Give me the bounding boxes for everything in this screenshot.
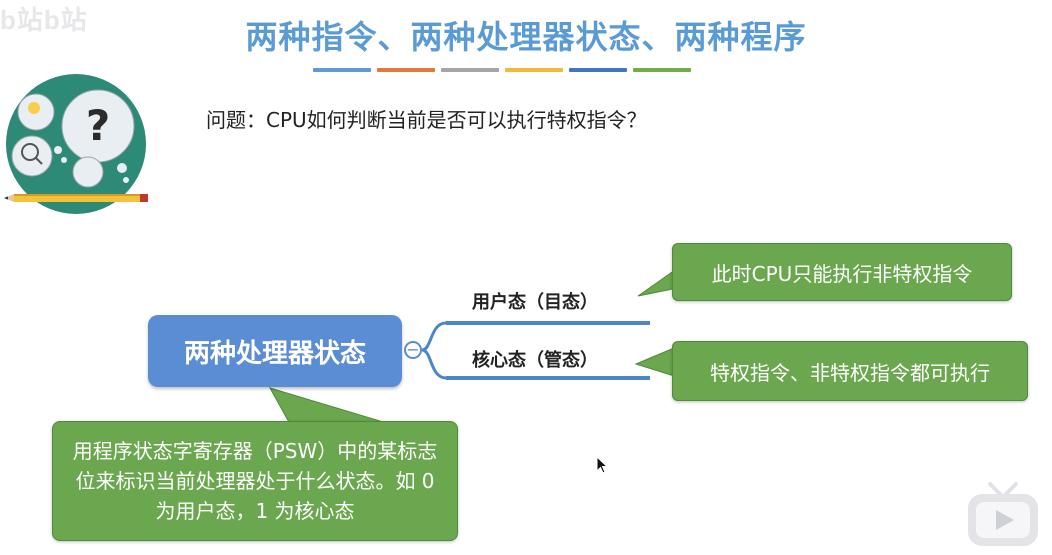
callout-psw: 用程序状态字寄存器（PSW）中的某标志位来标识当前处理器处于什么状态。如 0 为…: [52, 421, 458, 541]
title-bar: [505, 68, 563, 72]
title-underline-bars: [313, 68, 691, 72]
title-bar: [569, 68, 627, 72]
callout-pointer: [634, 347, 675, 377]
branch-kernel-mode[interactable]: 核心态（管态）: [472, 350, 598, 371]
mouse-cursor-icon: [596, 456, 608, 474]
watermark: b站b站: [0, 5, 88, 35]
branch-underline: [446, 376, 650, 380]
title-bar: [313, 68, 371, 72]
branch-underline: [446, 321, 650, 325]
title-bar: [633, 68, 691, 72]
pencil-icon: [14, 194, 142, 202]
callout-user-mode: 此时CPU只能执行非特权指令: [672, 243, 1012, 301]
branch-user-mode[interactable]: 用户态（目态）: [472, 292, 598, 313]
lightbulb-icon: [28, 102, 40, 114]
question-thinking-illustration: ?: [4, 74, 148, 214]
title-bar: [441, 68, 499, 72]
title-bar: [377, 68, 435, 72]
question-text: 问题：CPU如何判断当前是否可以执行特权指令？: [206, 108, 647, 132]
central-node[interactable]: 两种处理器状态: [148, 315, 402, 387]
callout-kernel-mode: 特权指令、非特权指令都可执行: [672, 341, 1028, 401]
magnifier-icon: [21, 143, 39, 161]
callout-pointer: [268, 387, 391, 425]
page-title: 两种指令、两种处理器状态、两种程序: [245, 18, 807, 56]
video-player-logo-icon[interactable]: [962, 478, 1042, 550]
collapse-button[interactable]: −: [404, 341, 422, 359]
question-mark-icon: ?: [86, 101, 110, 150]
